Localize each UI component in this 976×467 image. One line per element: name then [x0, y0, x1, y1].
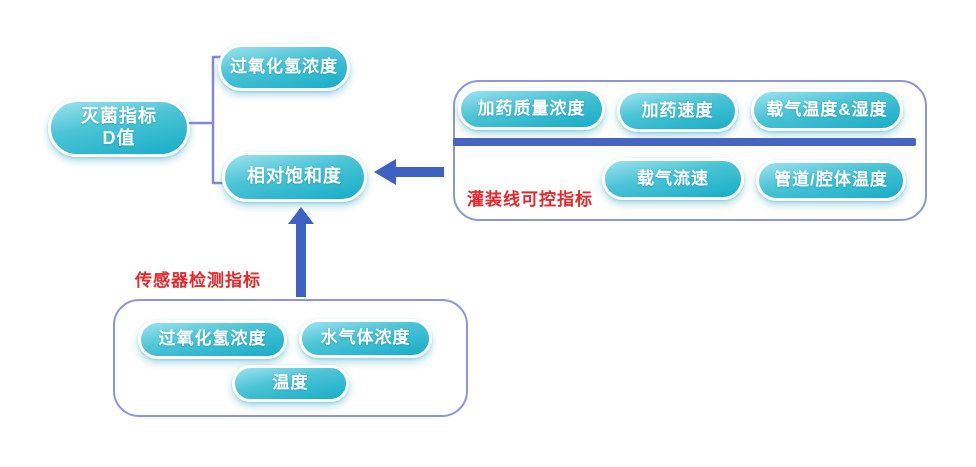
- group-divider-bar: [453, 138, 916, 146]
- node-label: 水气体浓度: [320, 328, 411, 348]
- sensor-group-label: 传感器检测指标: [135, 271, 261, 290]
- controllable-group-label: 灌装线可控指标: [467, 190, 593, 209]
- node-label: 加药速度: [641, 100, 714, 120]
- node-water-vapor-concentration: 水气体浓度: [299, 319, 432, 358]
- node-relative-saturation: 相对饱和度: [222, 152, 367, 202]
- node-temperature: 温度: [232, 365, 349, 402]
- node-sterilization-d-value: 灭菌指标 D值: [48, 99, 190, 157]
- node-label: 温度: [272, 373, 309, 393]
- node-carrier-gas-flow: 载气流速: [602, 158, 744, 200]
- node-label-line1: 灭菌指标: [81, 106, 157, 127]
- node-label-line2: D值: [102, 128, 136, 148]
- node-peroxide-concentration: 过氧化氢浓度: [218, 44, 350, 91]
- node-pipe-chamber-temp: 管道/腔体温度: [756, 160, 906, 201]
- node-label: 过氧化氢浓度: [158, 329, 267, 349]
- node-label: 载气流速: [637, 168, 709, 188]
- node-carrier-gas-temp-humidity: 载气温度&湿度: [751, 89, 903, 131]
- node-label: 过氧化氢浓度: [230, 57, 338, 77]
- node-label: 相对饱和度: [247, 166, 342, 187]
- node-dosing-speed: 加药速度: [617, 90, 738, 132]
- arrow-up-icon: [288, 207, 314, 297]
- node-dosing-mass-concentration: 加药质量浓度: [458, 88, 605, 130]
- node-label: 加药质量浓度: [477, 98, 586, 118]
- node-label: 载气温度&湿度: [766, 99, 888, 119]
- bracket-connector: [188, 55, 223, 185]
- arrow-left-icon: [374, 159, 444, 185]
- node-peroxide-concentration-sensor: 过氧化氢浓度: [138, 320, 287, 359]
- node-label: 管道/腔体温度: [774, 170, 888, 190]
